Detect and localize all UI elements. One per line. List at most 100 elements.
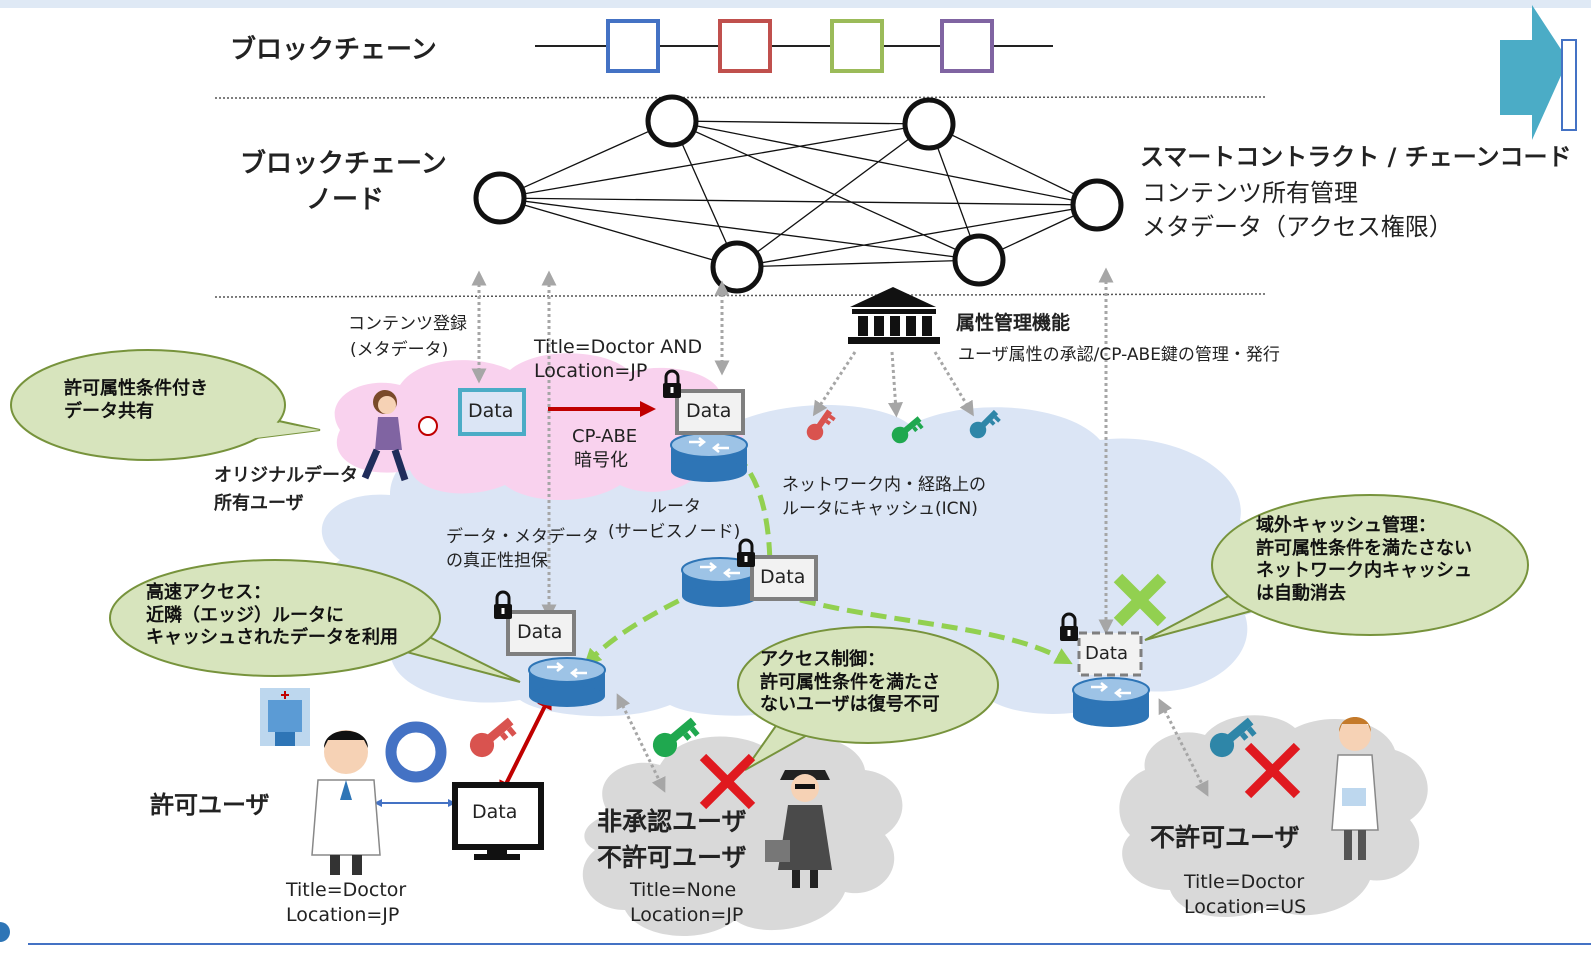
node-label-line2: ノード <box>306 185 385 215</box>
bubble-access-line2: 許可属性条件を満たさ <box>760 671 940 693</box>
node-4 <box>710 240 764 294</box>
authority-icon <box>848 287 940 344</box>
bubble-share-line1: 許可属性条件付き <box>64 378 208 399</box>
denied-user-attr1: Title=Doctor <box>1184 871 1305 893</box>
register-label-line2: (メタデータ) <box>350 340 449 360</box>
authority-title: 属性管理機能 <box>956 312 1071 334</box>
bubble-offdomain-text: 域外キャッシュ管理： 許可属性条件を満たさない ネットワーク内キャッシュ は自動… <box>1256 515 1472 605</box>
bubble-offdomain-line4: は自動消去 <box>1256 582 1346 604</box>
router-edge-icon <box>527 656 607 709</box>
data-text-original: Data <box>468 400 514 422</box>
divider-bottom <box>214 293 1266 298</box>
policy-line2: Location=JP <box>534 360 648 382</box>
block-red <box>718 19 772 73</box>
data-text-edge: Data <box>517 621 563 643</box>
bubble-fast-line1: 高速アクセス： <box>146 582 272 603</box>
monitor-icon <box>452 782 544 860</box>
data-box-remote <box>1077 631 1143 677</box>
cpabe-line2: 暗号化 <box>574 450 628 471</box>
bubble-fast-line2: 近隣（エッジ）ルータに <box>146 604 344 626</box>
bubble-offdomain-line3: ネットワーク内キャッシュ <box>1256 560 1472 581</box>
block-purple <box>940 19 994 73</box>
node-5 <box>952 233 1006 287</box>
smart-contract-line1: コンテンツ所有管理 <box>1142 179 1358 207</box>
allow-o-icon <box>385 721 447 783</box>
node-network <box>499 120 1098 268</box>
allowed-user-attr1: Title=Doctor <box>286 879 407 901</box>
key-red-user-icon <box>464 711 520 763</box>
owner-label-line2: 所有ユーザ <box>214 493 304 514</box>
bubble-fast-line3: キャッシュされたデータを利用 <box>146 627 398 648</box>
download-arrow <box>499 692 552 798</box>
data-text-remote: Data <box>1085 643 1128 664</box>
unapproved-user-attr2: Location=JP <box>630 904 744 926</box>
owner-cloud <box>334 353 744 500</box>
unapproved-user-attr1: Title=None <box>630 879 737 901</box>
bubble-access <box>737 626 999 771</box>
bubble-share-line2: データ共有 <box>64 400 154 422</box>
gray-arrows <box>471 267 1209 797</box>
accent-arrow <box>1500 5 1568 140</box>
data-box-service <box>675 389 745 435</box>
spy-person-icon <box>765 770 832 888</box>
bubble-offdomain <box>1144 494 1529 641</box>
blockchain-chain <box>535 19 1053 73</box>
denied-user-attr2: Location=US <box>1184 896 1307 918</box>
allowed-user-name: 許可ユーザ <box>150 791 270 819</box>
owner-label-line1: オリジナルデータ <box>214 465 358 486</box>
authenticity-line1: データ・メタデータ <box>446 527 599 547</box>
block-green <box>830 19 884 73</box>
smart-contract-title: スマートコントラクト / チェーンコード <box>1140 143 1572 171</box>
policy-line1: Title=Doctor AND <box>534 336 703 358</box>
node-circles <box>473 94 1124 294</box>
bubble-access-line1: アクセス制御： <box>760 649 886 670</box>
icn-line2: ルータにキャッシュ(ICN) <box>782 499 978 519</box>
top-band <box>0 0 1591 8</box>
node-label-line1: ブロックチェーン <box>240 149 447 179</box>
cpabe-line1: CP-ABE <box>572 426 638 447</box>
node-1 <box>473 171 527 225</box>
blockchain-label: ブロックチェーン <box>230 35 437 65</box>
denied-user-name: 不許可ユーザ <box>1150 823 1300 852</box>
allowed-user-attr2: Location=JP <box>286 904 400 926</box>
node-2 <box>645 94 699 148</box>
router-remote-icon <box>1071 676 1151 729</box>
authenticity-line2: の真正性担保 <box>446 551 548 571</box>
bubble-offdomain-line2: 許可属性条件を満たさない <box>1256 537 1472 559</box>
bubble-access-line3: ないユーザは復号不可 <box>760 694 940 715</box>
block-blue <box>606 19 660 73</box>
smart-contract-line2: メタデータ（アクセス権限） <box>1142 213 1453 241</box>
doctor-denied-icon <box>1331 717 1379 860</box>
router-label-line2: (サービスノード) <box>608 522 741 542</box>
bubble-fast-text: 高速アクセス： 近隣（エッジ）ルータに キャッシュされたデータを利用 <box>146 582 398 650</box>
unapproved-user-name2: 不許可ユーザ <box>597 843 747 872</box>
unapproved-user-name1: 非承認ユーザ <box>597 807 747 836</box>
data-text-service: Data <box>686 400 732 422</box>
doctor-allowed-icon <box>311 730 381 875</box>
bubble-share-text: 許可属性条件付き データ共有 <box>64 378 208 423</box>
deny-x-icon-2 <box>1244 742 1301 799</box>
deny-x-icon-1 <box>699 753 756 810</box>
icn-line1: ネットワーク内・経路上の <box>782 475 986 495</box>
router-label-line1: ルータ <box>650 497 701 517</box>
data-text-middle: Data <box>760 566 806 588</box>
bubble-access-text: アクセス制御： 許可属性条件を満たさ ないユーザは復号不可 <box>760 649 940 717</box>
data-box-middle <box>750 555 818 601</box>
data-box-original <box>458 388 526 436</box>
hospital-icon <box>260 688 310 746</box>
owner-person-icon <box>361 390 438 482</box>
bubble-offdomain-line1: 域外キャッシュ管理： <box>1256 515 1436 536</box>
data-text-monitor: Data <box>472 801 518 823</box>
node-3 <box>902 97 956 151</box>
bubble-fast <box>109 559 521 683</box>
register-label-line1: コンテンツ登録 <box>348 314 467 334</box>
data-box-edge <box>506 610 576 656</box>
divider-top <box>214 96 1266 99</box>
delete-x-icon <box>1113 573 1167 627</box>
authority-desc: ユーザ属性の承認/CP-ABE鍵の管理・発行 <box>958 345 1280 365</box>
node-6 <box>1070 178 1124 232</box>
bubble-share <box>10 349 321 461</box>
router-service-icon <box>669 431 749 484</box>
